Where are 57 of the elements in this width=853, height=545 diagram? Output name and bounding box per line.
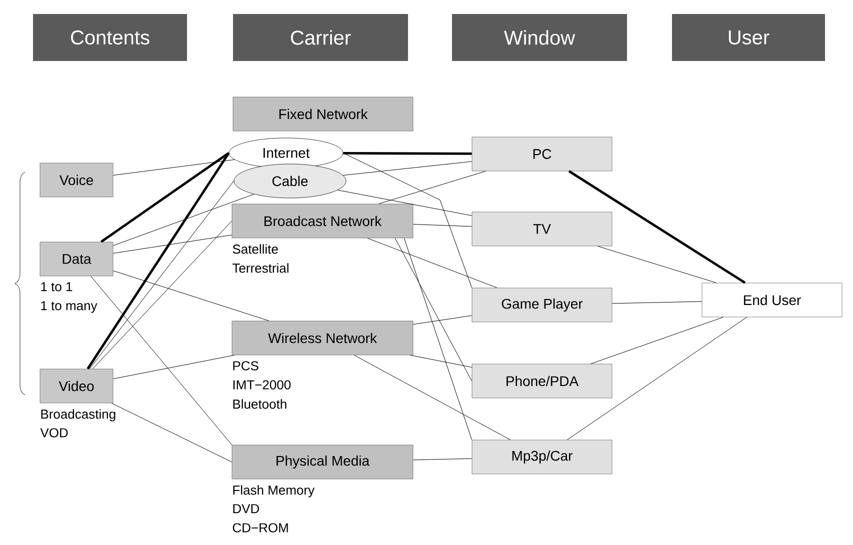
note-text: Satellite: [232, 244, 278, 254]
connector-line: [412, 458, 472, 460]
connector-line: [412, 224, 472, 227]
device-box: Phone/PDA: [472, 364, 612, 398]
carrier-box: Wireless Network: [232, 320, 414, 356]
connector-line: [367, 238, 498, 288]
connector-line: [89, 180, 234, 370]
connector-line: [337, 190, 472, 216]
connector-line: [568, 170, 746, 284]
connector-line: [112, 234, 232, 254]
note-text: Broadcasting: [41, 409, 116, 422]
carrier-box: Fixed Network: [232, 96, 414, 132]
connector-line: [112, 270, 270, 322]
connector-line: [404, 238, 472, 440]
connector-line: [86, 152, 230, 370]
connector-line: [342, 152, 472, 288]
note-text: Flash Memory: [233, 485, 315, 498]
connector-line: [111, 402, 232, 462]
content-box: Data: [40, 242, 114, 276]
connector-line: [343, 152, 472, 155]
note-text: IMT−2000: [233, 380, 291, 390]
connector-line: [90, 276, 232, 446]
connector-line: [394, 238, 472, 382]
connector-line: [342, 161, 472, 176]
note-text: DVD: [233, 504, 260, 514]
connector-line: [597, 246, 717, 284]
header-band: Carrier: [233, 14, 408, 61]
note-text: 1 to many: [41, 301, 98, 313]
connector-line: [410, 354, 472, 368]
carrier-box: Broadcast Network: [232, 204, 414, 238]
connector-line: [100, 152, 230, 243]
device-box: Game Player: [472, 288, 612, 322]
user-box: End User: [702, 282, 842, 318]
note-text: Bluetooth: [233, 399, 286, 409]
note-text: VOD: [40, 428, 68, 438]
connector-line: [354, 354, 511, 440]
note-text: PCS: [233, 361, 258, 370]
connector-line: [92, 220, 232, 370]
connector-line: [612, 301, 702, 304]
content-box: Video: [40, 368, 114, 404]
connector-line: [412, 315, 472, 325]
header-band: Window: [452, 14, 627, 61]
note-text: 1 to 1: [41, 282, 72, 292]
header-band: Contents: [33, 14, 187, 61]
device-box: PC: [472, 136, 612, 172]
connector-line: [378, 170, 486, 204]
header-band: User: [672, 14, 825, 61]
content-box: Voice: [40, 162, 114, 198]
note-text: CD−ROM: [232, 523, 288, 532]
connector-line: [590, 316, 724, 364]
connector-line: [566, 316, 748, 440]
device-box: Mp3p/Car: [472, 440, 612, 474]
device-box: TV: [472, 212, 612, 246]
connector-line: [112, 159, 235, 176]
connector-line: [112, 354, 235, 380]
note-text: Terrestrial: [232, 263, 288, 273]
carrier-box: Physical Media: [232, 444, 414, 480]
